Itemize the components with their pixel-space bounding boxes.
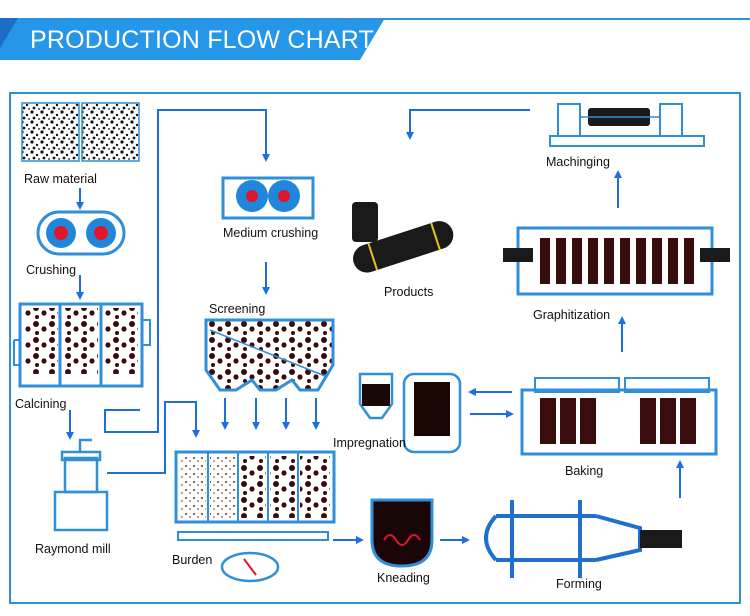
label-baking: Baking — [565, 464, 604, 478]
label-graphitization: Graphitization — [533, 308, 611, 322]
title-rule — [340, 18, 750, 20]
crusher-rolls — [36, 210, 126, 256]
machining-lathe — [549, 103, 705, 147]
medium-crusher — [221, 176, 315, 220]
impregnation-tanks — [358, 372, 462, 454]
raw-material-image — [21, 102, 140, 162]
label-medium-crushing: Medium crushing — [223, 226, 319, 240]
raymond-mill-machine — [53, 438, 109, 532]
burden-hoppers — [174, 450, 336, 583]
label-impregnation: Impregnation — [333, 436, 406, 450]
label-products: Products — [384, 285, 434, 299]
label-calcining: Calcining — [15, 397, 67, 411]
arrow-loop-to-medium-crushing — [104, 109, 270, 433]
label-burden: Burden — [172, 553, 213, 567]
label-forming: Forming — [556, 577, 602, 591]
diagram-frame — [9, 92, 741, 604]
baking-furnace — [520, 377, 718, 456]
kneading-vessel — [370, 498, 434, 568]
calcining-furnace — [13, 302, 151, 388]
label-crushing: Crushing — [26, 263, 77, 277]
screening-machine — [204, 318, 335, 392]
screening-output-arrows — [221, 398, 320, 430]
arrow-mill-to-burden — [107, 401, 200, 474]
label-screening: Screening — [209, 302, 266, 316]
label-raymond-mill: Raymond mill — [35, 542, 111, 556]
page-title: PRODUCTION FLOW CHART — [30, 26, 375, 54]
title-banner — [0, 18, 385, 60]
forming-press — [484, 500, 682, 578]
label-raw-material: Raw material — [24, 172, 97, 186]
arrow-machining-to-products — [406, 109, 530, 140]
label-kneading: Kneading — [377, 571, 430, 585]
graphitization-furnace — [503, 226, 730, 296]
product-electrodes — [352, 202, 454, 273]
label-machinging: Machinging — [546, 155, 610, 169]
